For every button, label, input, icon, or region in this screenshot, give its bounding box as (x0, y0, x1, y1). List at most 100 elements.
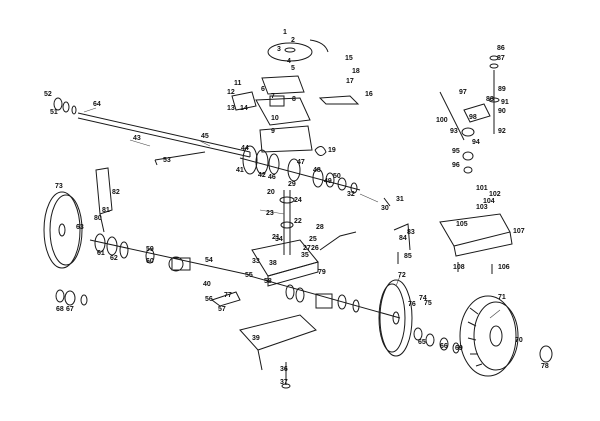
small-bolts (383, 197, 493, 274)
part-label-54: 54 (205, 257, 213, 264)
shift-rod (319, 231, 357, 251)
right-small-parts (413, 327, 460, 354)
bracket-107 (439, 213, 513, 257)
part-label-17: 17 (346, 78, 354, 85)
part-label-59: 59 (146, 246, 154, 253)
leader-lines (83, 107, 501, 319)
part-label-103: 103 (476, 204, 488, 211)
part-label-69: 69 (455, 345, 463, 352)
axle-end-washers (53, 97, 77, 115)
part-label-60: 60 (146, 258, 154, 265)
part-label-61: 61 (97, 250, 105, 257)
part-label-11: 11 (234, 80, 242, 87)
part-label-83: 83 (407, 229, 415, 236)
part-label-20: 20 (267, 189, 275, 196)
part-label-98: 98 (469, 114, 477, 121)
part-label-13: 13 (227, 105, 235, 112)
part-label-44: 44 (241, 145, 249, 152)
part-label-8: 8 (292, 96, 296, 103)
bolt-36 (281, 362, 291, 389)
part-label-30: 30 (381, 205, 389, 212)
part-label-107: 107 (513, 228, 525, 235)
part-label-55: 55 (245, 272, 253, 279)
part-label-3: 3 (277, 46, 281, 53)
right-drive-assembly (249, 275, 401, 319)
part-label-68: 68 (56, 306, 64, 313)
part-label-16: 16 (365, 91, 373, 98)
part-label-47: 47 (297, 159, 305, 166)
part-label-73: 73 (55, 183, 63, 190)
part-label-90: 90 (498, 108, 506, 115)
part-label-88: 88 (486, 96, 494, 103)
part-label-24: 24 (294, 197, 302, 204)
part-label-87: 87 (497, 55, 505, 62)
part-label-58: 58 (264, 278, 272, 285)
vertical-shaft (279, 190, 295, 255)
part-label-46: 46 (268, 174, 276, 181)
part-label-74: 74 (419, 295, 427, 302)
hub-cap-78 (539, 345, 553, 363)
pin-53 (154, 151, 206, 166)
base-plate (239, 314, 317, 371)
part-label-62: 62 (110, 255, 118, 262)
part-label-21: 21 (272, 234, 280, 241)
left-wheel-disc (43, 191, 83, 269)
part-label-49: 49 (324, 178, 332, 185)
spring-19 (314, 146, 327, 156)
left-drive-assembly (89, 233, 251, 276)
part-label-57: 57 (218, 306, 226, 313)
part-label-32: 32 (347, 191, 355, 198)
part-label-79: 79 (318, 269, 326, 276)
part-label-65: 65 (418, 339, 426, 346)
part-label-52: 52 (44, 91, 52, 98)
part-label-42: 42 (258, 172, 266, 179)
part-label-91: 91 (501, 99, 509, 106)
part-label-81: 81 (102, 207, 110, 214)
part-label-36: 36 (280, 366, 288, 373)
part-label-89: 89 (498, 86, 506, 93)
part-label-77: 77 (224, 292, 232, 299)
part-label-75: 75 (424, 300, 432, 307)
part-label-76: 76 (408, 301, 416, 308)
part-label-31: 31 (396, 196, 404, 203)
lever-16 (318, 95, 360, 105)
part-label-25: 25 (309, 236, 317, 243)
part-label-94: 94 (472, 139, 480, 146)
part-label-108: 108 (453, 264, 465, 271)
part-label-22: 22 (294, 218, 302, 225)
part-label-18: 18 (352, 68, 360, 75)
part-label-23: 23 (266, 210, 274, 217)
part-label-96: 96 (452, 162, 460, 169)
part-label-82: 82 (112, 189, 120, 196)
part-label-35: 35 (301, 252, 309, 259)
central-gear-stack (239, 145, 361, 194)
part-label-48: 48 (313, 167, 321, 174)
top-pulley (267, 39, 329, 62)
part-label-106: 106 (498, 264, 510, 271)
upper-lever-assembly (439, 55, 500, 174)
part-label-100: 100 (436, 117, 448, 124)
part-label-12: 12 (227, 89, 235, 96)
lever-83 (393, 223, 411, 251)
part-label-40: 40 (203, 281, 211, 288)
part-label-38: 38 (269, 260, 277, 267)
part-label-19: 19 (328, 147, 336, 154)
part-label-29: 29 (288, 181, 296, 188)
part-label-10: 10 (271, 115, 279, 122)
part-label-86: 86 (497, 45, 505, 52)
part-label-92: 92 (498, 128, 506, 135)
part-label-26: 26 (311, 245, 319, 252)
part-label-102: 102 (489, 191, 501, 198)
part-label-34: 34 (275, 236, 283, 243)
part-label-45: 45 (201, 133, 209, 140)
part-label-93: 93 (450, 128, 458, 135)
lower-left-bushings (55, 289, 88, 306)
part-label-95: 95 (452, 148, 460, 155)
right-gear-wheel (378, 279, 413, 357)
part-label-67: 67 (66, 306, 74, 313)
rear-tire (459, 295, 519, 377)
part-label-39: 39 (252, 335, 260, 342)
part-label-50: 50 (333, 173, 341, 180)
